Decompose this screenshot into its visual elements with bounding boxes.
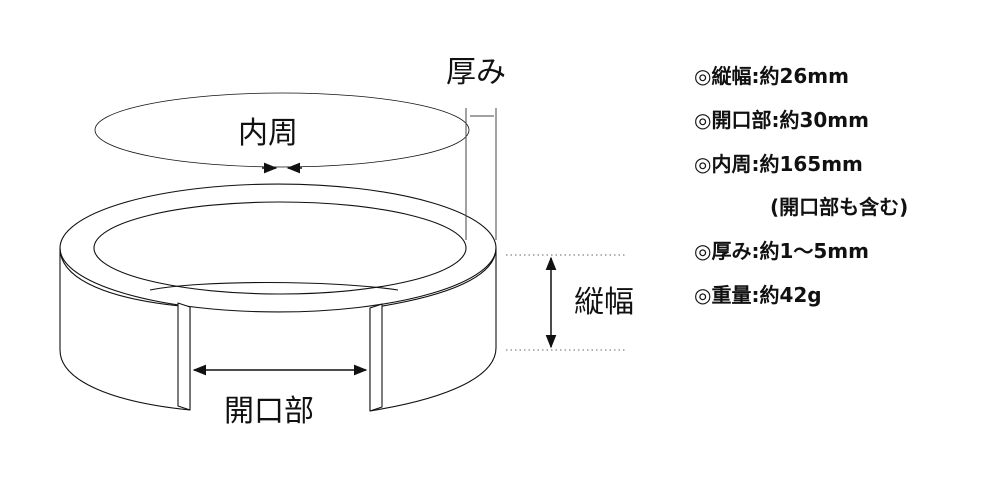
spec-inner-circumference: ◎内周:約165mm: [694, 152, 863, 176]
spec-thickness: ◎厚み:約1〜5mm: [694, 239, 869, 263]
opening-label: 開口部: [224, 394, 314, 429]
spec-opening: ◎開口部:約30mm: [694, 108, 869, 132]
spec-width: ◎縦幅:約26mm: [694, 64, 849, 88]
inner-circumference-ellipse: [94, 92, 470, 168]
inner-circumference-label: 内周: [238, 116, 298, 151]
width-label: 縦幅: [574, 285, 634, 320]
spec-inner-note: (開口部も含む): [770, 195, 909, 219]
bangle-drawing: [59, 183, 497, 412]
thickness-label: 厚み: [446, 55, 506, 90]
spec-weight: ◎重量:約42g: [694, 283, 822, 307]
